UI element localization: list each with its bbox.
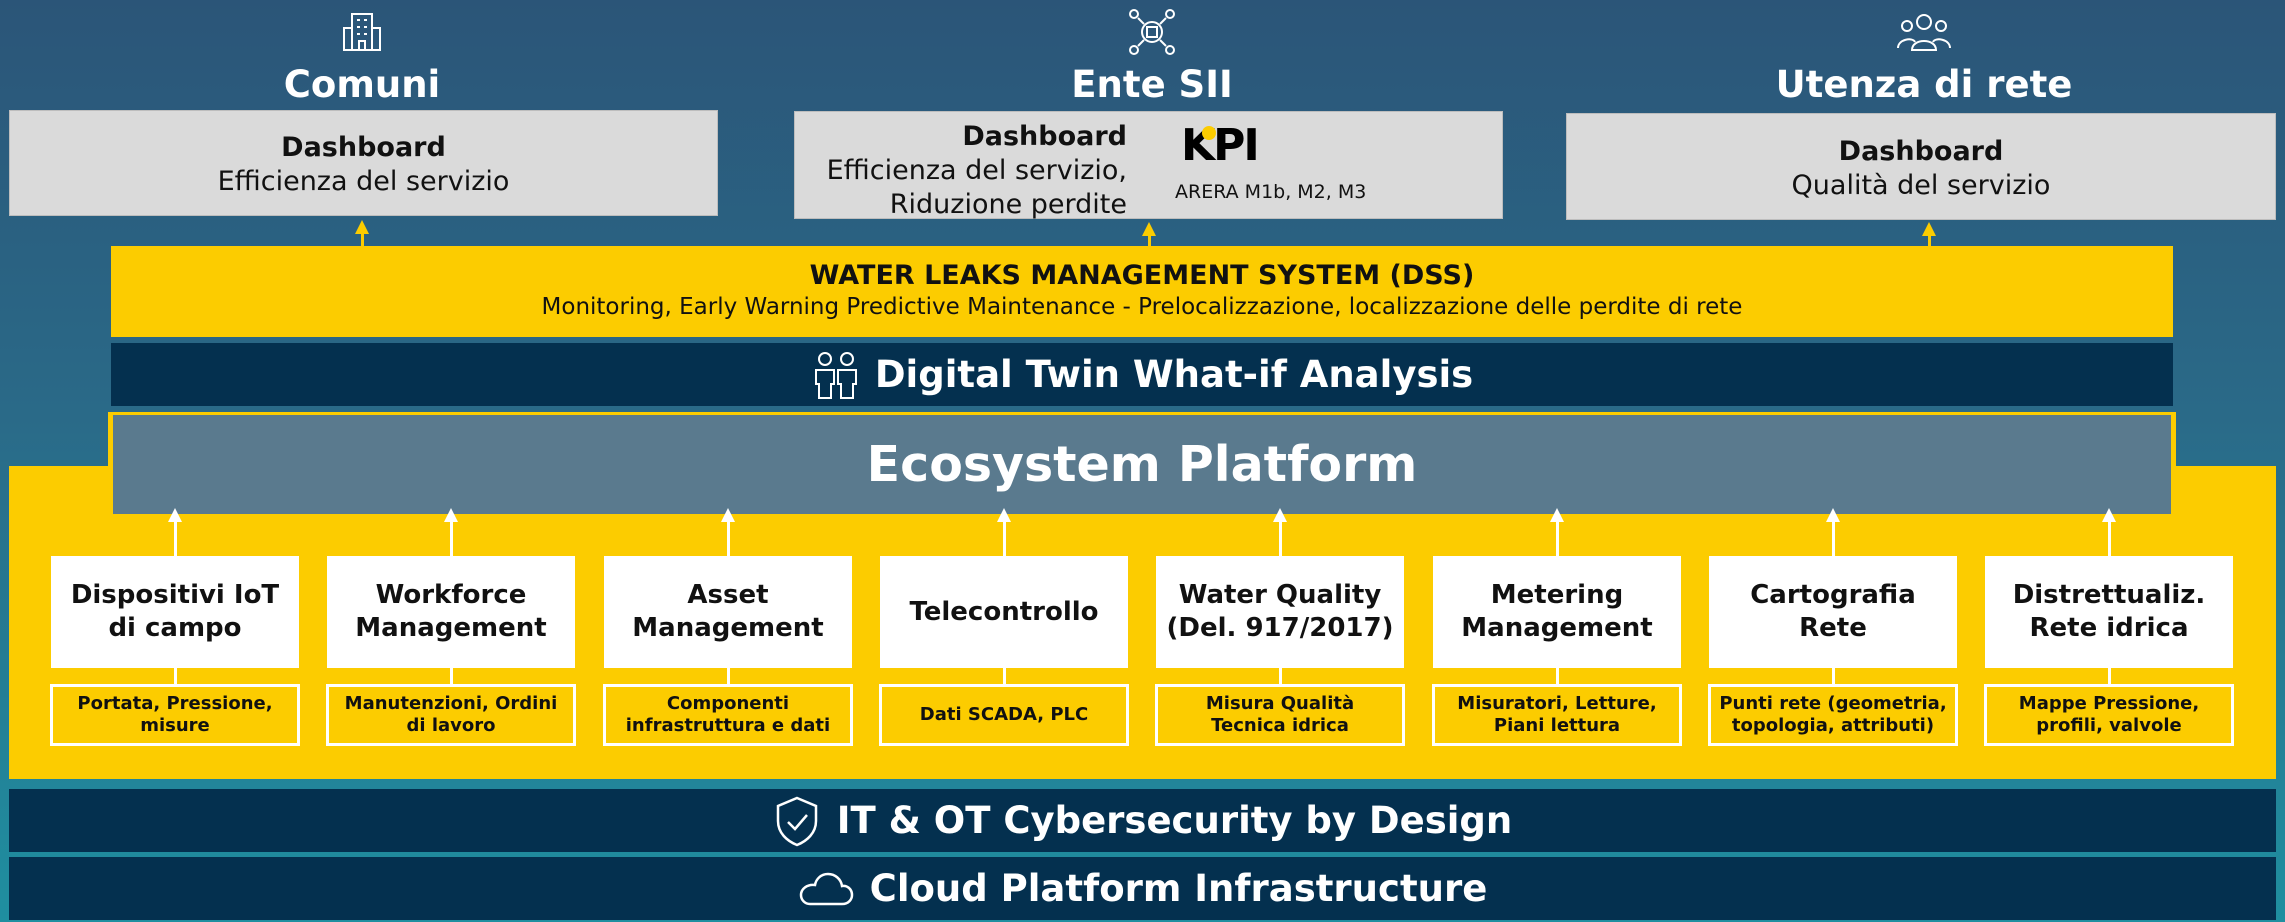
stakeholder-ente-sii: Ente SII	[892, 8, 1412, 106]
arrow-up-icon	[1826, 508, 1840, 522]
dashboard-title: Dashboard	[962, 121, 1127, 152]
module-box: Distrettualiz.Rete idrica	[1985, 556, 2233, 668]
connector-line	[1148, 234, 1151, 246]
users-icon	[1664, 8, 2184, 56]
connector-line	[727, 668, 730, 684]
module-box: Water Quality(Del. 917/2017)	[1156, 556, 1404, 668]
arrow-up-icon	[1273, 508, 1287, 522]
stakeholder-name: Ente SII	[1071, 63, 1233, 106]
module-detail: Punti rete (geometria,topologia, attribu…	[1708, 684, 1958, 746]
dashboard-comuni: Dashboard Efficienza del servizio	[9, 110, 718, 216]
module-detail: Mappe Pressione,profili, valvole	[1984, 684, 2234, 746]
connector-line	[450, 518, 453, 556]
connector-line	[1556, 668, 1559, 684]
digital-twin-label: Digital Twin What-if Analysis	[874, 353, 1474, 396]
kpi-logo-dot	[1202, 126, 1216, 140]
shield-check-icon	[773, 795, 821, 847]
dashboard-line: Efficienza del servizio	[217, 166, 510, 197]
cloud-icon	[798, 871, 854, 907]
dashboard-title: Dashboard	[1838, 136, 2004, 167]
stakeholder-name: Comuni	[283, 63, 441, 106]
kpi-logo: KPI	[1181, 120, 1260, 171]
ecosystem-label: Ecosystem Platform	[866, 436, 1418, 493]
security-band: IT & OT Cybersecurity by Design	[9, 789, 2276, 852]
security-label: IT & OT Cybersecurity by Design	[836, 799, 1513, 842]
connector-line	[1003, 518, 1006, 556]
dss-title: WATER LEAKS MANAGEMENT SYSTEM (DSS)	[809, 260, 1475, 291]
arrow-up-icon	[997, 508, 1011, 522]
module-box: Telecontrollo	[880, 556, 1128, 668]
connector-line	[2108, 668, 2111, 684]
connector-line	[1279, 518, 1282, 556]
arrow-up-icon	[1142, 222, 1156, 236]
connector-line	[1832, 668, 1835, 684]
connector-line	[727, 518, 730, 556]
module-detail: Misuratori, Letture,Piani lettura	[1432, 684, 1682, 746]
ecosystem-platform: Ecosystem Platform	[113, 415, 2171, 514]
connector-line	[174, 668, 177, 684]
dashboard-ente-sii: Dashboard Efficienza del servizio, Riduz…	[794, 111, 1503, 222]
stakeholder-utenza: Utenza di rete	[1664, 8, 2184, 106]
arrow-up-icon	[444, 508, 458, 522]
connector-line	[1928, 236, 1931, 246]
connector-line	[1556, 518, 1559, 556]
kpi-note: ARERA M1b, M2, M3	[1175, 181, 1367, 203]
module-detail: Dati SCADA, PLC	[879, 684, 1129, 746]
arrow-up-icon	[721, 508, 735, 522]
dashboard-text-block: Dashboard Efficienza del servizio, Riduz…	[795, 120, 1127, 222]
dss-subtitle: Monitoring, Early Warning Predictive Mai…	[541, 294, 1743, 320]
dashboard-line: Riduzione perdite	[889, 189, 1127, 220]
stakeholder-name: Utenza di rete	[1775, 63, 2073, 106]
arrow-up-icon	[2102, 508, 2116, 522]
digital-twin-band: Digital Twin What-if Analysis	[111, 343, 2173, 406]
connector-line	[361, 232, 364, 246]
dashboard-title: Dashboard	[281, 132, 446, 163]
dashboard-line: Qualità del servizio	[1791, 170, 2051, 201]
connector-line	[174, 518, 177, 556]
cloud-band: Cloud Platform Infrastructure	[9, 857, 2276, 920]
module-detail: Portata, Pressione,misure	[50, 684, 300, 746]
arrow-up-icon	[1550, 508, 1564, 522]
cloud-label: Cloud Platform Infrastructure	[869, 867, 1488, 910]
dashboard-line: Efficienza del servizio,	[826, 155, 1127, 186]
people-pair-icon	[811, 350, 861, 400]
stakeholder-comuni: Comuni	[102, 8, 622, 106]
dashboard-utenza: Dashboard Qualità del servizio	[1566, 113, 2276, 220]
connector-line	[1003, 668, 1006, 684]
connector-line	[2108, 518, 2111, 556]
arrow-up-icon	[1922, 222, 1936, 236]
connector-line	[1279, 668, 1282, 684]
connector-line	[450, 668, 453, 684]
building-icon	[102, 8, 622, 56]
network-building-icon	[892, 8, 1412, 56]
dss-band: WATER LEAKS MANAGEMENT SYSTEM (DSS) Moni…	[111, 246, 2173, 337]
arrow-up-icon	[168, 508, 182, 522]
connector-line	[1832, 518, 1835, 556]
arrow-up-icon	[355, 220, 369, 234]
